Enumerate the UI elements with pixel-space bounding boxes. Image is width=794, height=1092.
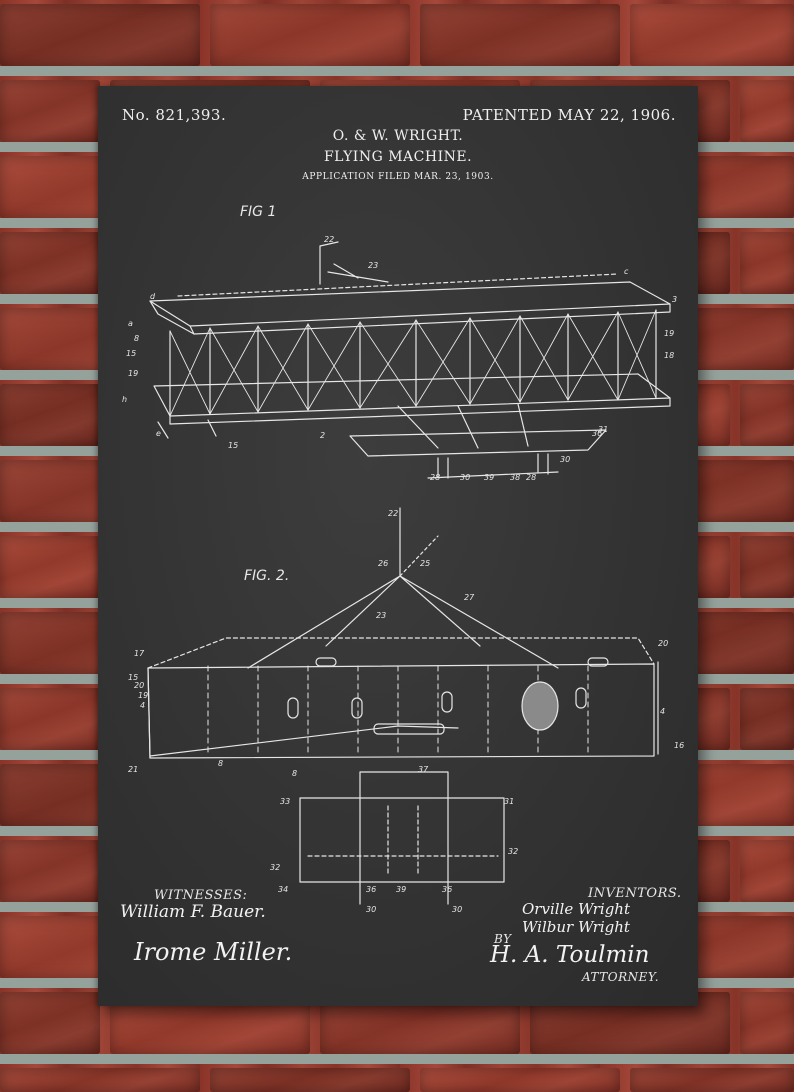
svg-text:36: 36 xyxy=(442,885,452,894)
svg-text:39: 39 xyxy=(396,885,406,894)
svg-text:8: 8 xyxy=(134,334,139,343)
figure-2-label: FIG. 2. xyxy=(244,568,290,584)
svg-text:18: 18 xyxy=(664,351,674,360)
svg-text:26: 26 xyxy=(378,559,388,568)
inventor-2-signature: Wilbur Wright xyxy=(522,918,630,936)
svg-text:34: 34 xyxy=(278,885,288,894)
svg-text:33: 33 xyxy=(280,797,290,806)
brick xyxy=(420,1068,620,1092)
brick xyxy=(0,840,100,902)
svg-text:e: e xyxy=(156,429,161,438)
svg-text:30: 30 xyxy=(460,473,470,482)
brick xyxy=(740,536,794,598)
svg-text:21: 21 xyxy=(128,765,138,774)
svg-text:20: 20 xyxy=(134,681,144,690)
inventors-title: O. & W. WRIGHT. xyxy=(332,128,464,144)
brick xyxy=(740,840,794,902)
svg-text:25: 25 xyxy=(420,559,430,568)
svg-text:2: 2 xyxy=(320,431,325,440)
svg-text:4: 4 xyxy=(140,701,145,710)
svg-text:27: 27 xyxy=(464,593,475,602)
brick xyxy=(0,232,100,294)
by-label: BY xyxy=(494,932,512,946)
brick xyxy=(210,4,410,66)
brick xyxy=(0,1068,200,1092)
svg-text:17: 17 xyxy=(134,649,145,658)
svg-text:22: 22 xyxy=(324,235,334,244)
svg-text:32: 32 xyxy=(508,847,518,856)
patent-date: PATENTED MAY 22, 1906. xyxy=(462,106,676,124)
svg-text:30: 30 xyxy=(452,905,462,914)
svg-text:36: 36 xyxy=(366,885,376,894)
svg-text:19: 19 xyxy=(664,329,674,338)
patent-number: No. 821,393. xyxy=(122,106,227,124)
svg-text:31: 31 xyxy=(598,425,608,434)
svg-text:39: 39 xyxy=(484,473,494,482)
application-line: APPLICATION FILED MAR. 23, 1903. xyxy=(302,172,494,182)
svg-text:36: 36 xyxy=(592,429,602,438)
witness-1-signature: William F. Bauer. xyxy=(120,902,266,922)
svg-text:30: 30 xyxy=(560,455,570,464)
svg-text:8: 8 xyxy=(292,769,297,778)
brick xyxy=(420,4,620,66)
svg-text:15: 15 xyxy=(228,441,238,450)
brick xyxy=(0,536,100,598)
inventors-label: INVENTORS. xyxy=(588,886,682,901)
svg-text:28: 28 xyxy=(526,473,536,482)
svg-text:15: 15 xyxy=(126,349,136,358)
svg-text:30: 30 xyxy=(366,905,376,914)
attorney-label: ATTORNEY. xyxy=(582,970,660,984)
svg-text:31: 31 xyxy=(504,797,514,806)
witness-2-signature: Irome Miller. xyxy=(134,938,293,966)
svg-text:28: 28 xyxy=(430,473,440,482)
brick xyxy=(630,1068,794,1092)
brick xyxy=(0,80,100,142)
svg-text:3: 3 xyxy=(672,295,677,304)
svg-text:37: 37 xyxy=(418,765,429,774)
invention-title: FLYING MACHINE. xyxy=(323,149,473,165)
svg-text:15: 15 xyxy=(128,673,138,682)
brick xyxy=(740,992,794,1054)
svg-text:38: 38 xyxy=(510,473,520,482)
brick xyxy=(740,80,794,142)
brick xyxy=(0,992,100,1054)
patent-poster: No. 821,393. PATENTED MAY 22, 1906. O. &… xyxy=(98,86,698,1006)
figure-1-drawing xyxy=(149,241,671,479)
svg-text:a: a xyxy=(128,319,133,328)
svg-text:20: 20 xyxy=(658,639,668,648)
svg-text:h: h xyxy=(122,395,127,404)
svg-text:32: 32 xyxy=(270,863,280,872)
brick xyxy=(0,688,100,750)
svg-text:19: 19 xyxy=(128,369,138,378)
svg-text:22: 22 xyxy=(388,509,398,518)
brick xyxy=(740,232,794,294)
witnesses-label: WITNESSES: xyxy=(154,888,248,903)
brick xyxy=(740,384,794,446)
svg-text:4: 4 xyxy=(660,707,665,716)
svg-text:8: 8 xyxy=(218,759,223,768)
brick xyxy=(0,384,100,446)
inventor-1-signature: Orville Wright xyxy=(522,900,630,918)
figure-2-drawing xyxy=(147,507,659,905)
svg-text:23: 23 xyxy=(368,261,378,270)
brick xyxy=(630,4,794,66)
brick xyxy=(740,688,794,750)
svg-text:19: 19 xyxy=(138,691,148,700)
figure-1-label: FIG 1 xyxy=(240,204,277,220)
brick xyxy=(0,4,200,66)
svg-text:16: 16 xyxy=(674,741,684,750)
svg-text:23: 23 xyxy=(376,611,386,620)
attorney-signature: H. A. Toulmin xyxy=(490,942,650,968)
svg-text:d: d xyxy=(150,292,156,301)
brick xyxy=(210,1068,410,1092)
svg-text:c: c xyxy=(624,267,629,276)
